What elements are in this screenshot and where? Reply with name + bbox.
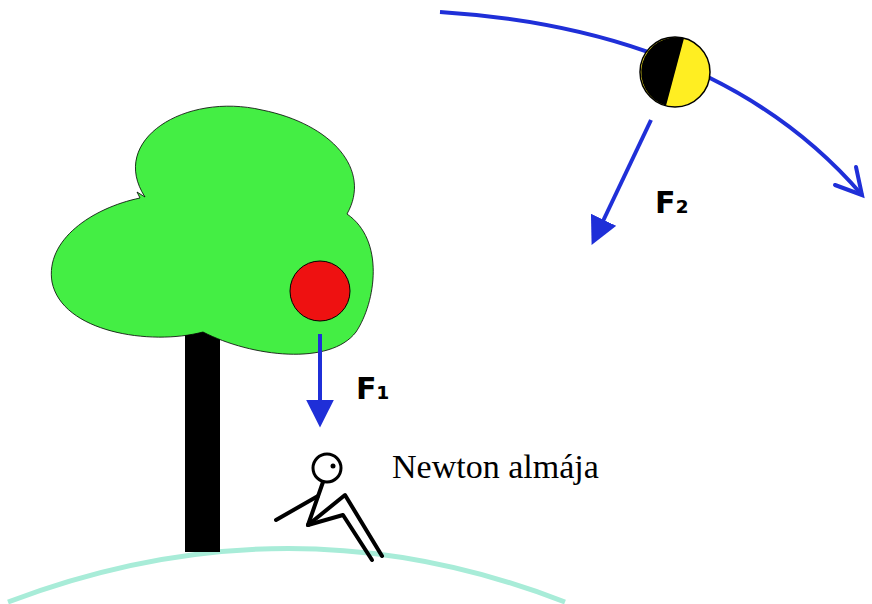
caption-text: Newton almája bbox=[392, 450, 599, 484]
figure-head bbox=[313, 454, 341, 482]
figure-leg bbox=[308, 495, 382, 556]
moon-shadow bbox=[641, 37, 684, 105]
figure-arm bbox=[276, 496, 318, 520]
ground-arc bbox=[8, 549, 565, 603]
moon bbox=[640, 37, 710, 107]
moon-outline bbox=[640, 37, 710, 107]
orbit-arrowhead bbox=[835, 167, 862, 195]
moon-orbit bbox=[440, 12, 862, 195]
force-label: F₁ bbox=[356, 374, 390, 404]
figure-eye bbox=[331, 464, 336, 469]
force-arrow bbox=[594, 120, 651, 240]
force-label: F₂ bbox=[655, 188, 689, 218]
force-arrow bbox=[318, 334, 322, 422]
figure-leg bbox=[308, 515, 372, 560]
tree-trunk bbox=[185, 318, 220, 552]
apple bbox=[290, 261, 350, 321]
tree-canopy bbox=[51, 106, 373, 354]
newton-figure bbox=[276, 454, 382, 560]
